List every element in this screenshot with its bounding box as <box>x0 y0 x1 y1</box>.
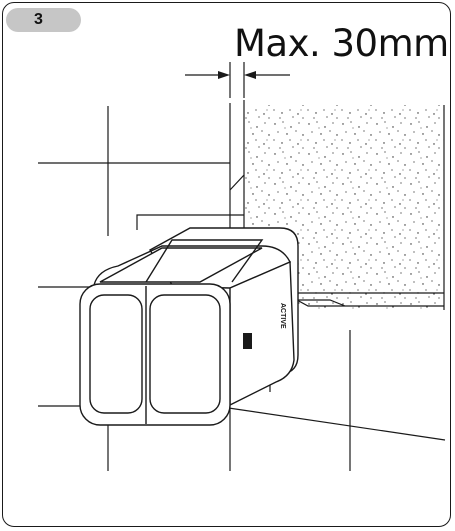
lock-device <box>79 227 299 426</box>
device-side-text: ACTIVE <box>279 303 286 329</box>
step-badge: 3 <box>6 8 81 32</box>
step-number: 3 <box>34 11 43 28</box>
dimension-label: Max. 30mm <box>234 22 449 65</box>
dimension-arrows <box>185 62 290 98</box>
